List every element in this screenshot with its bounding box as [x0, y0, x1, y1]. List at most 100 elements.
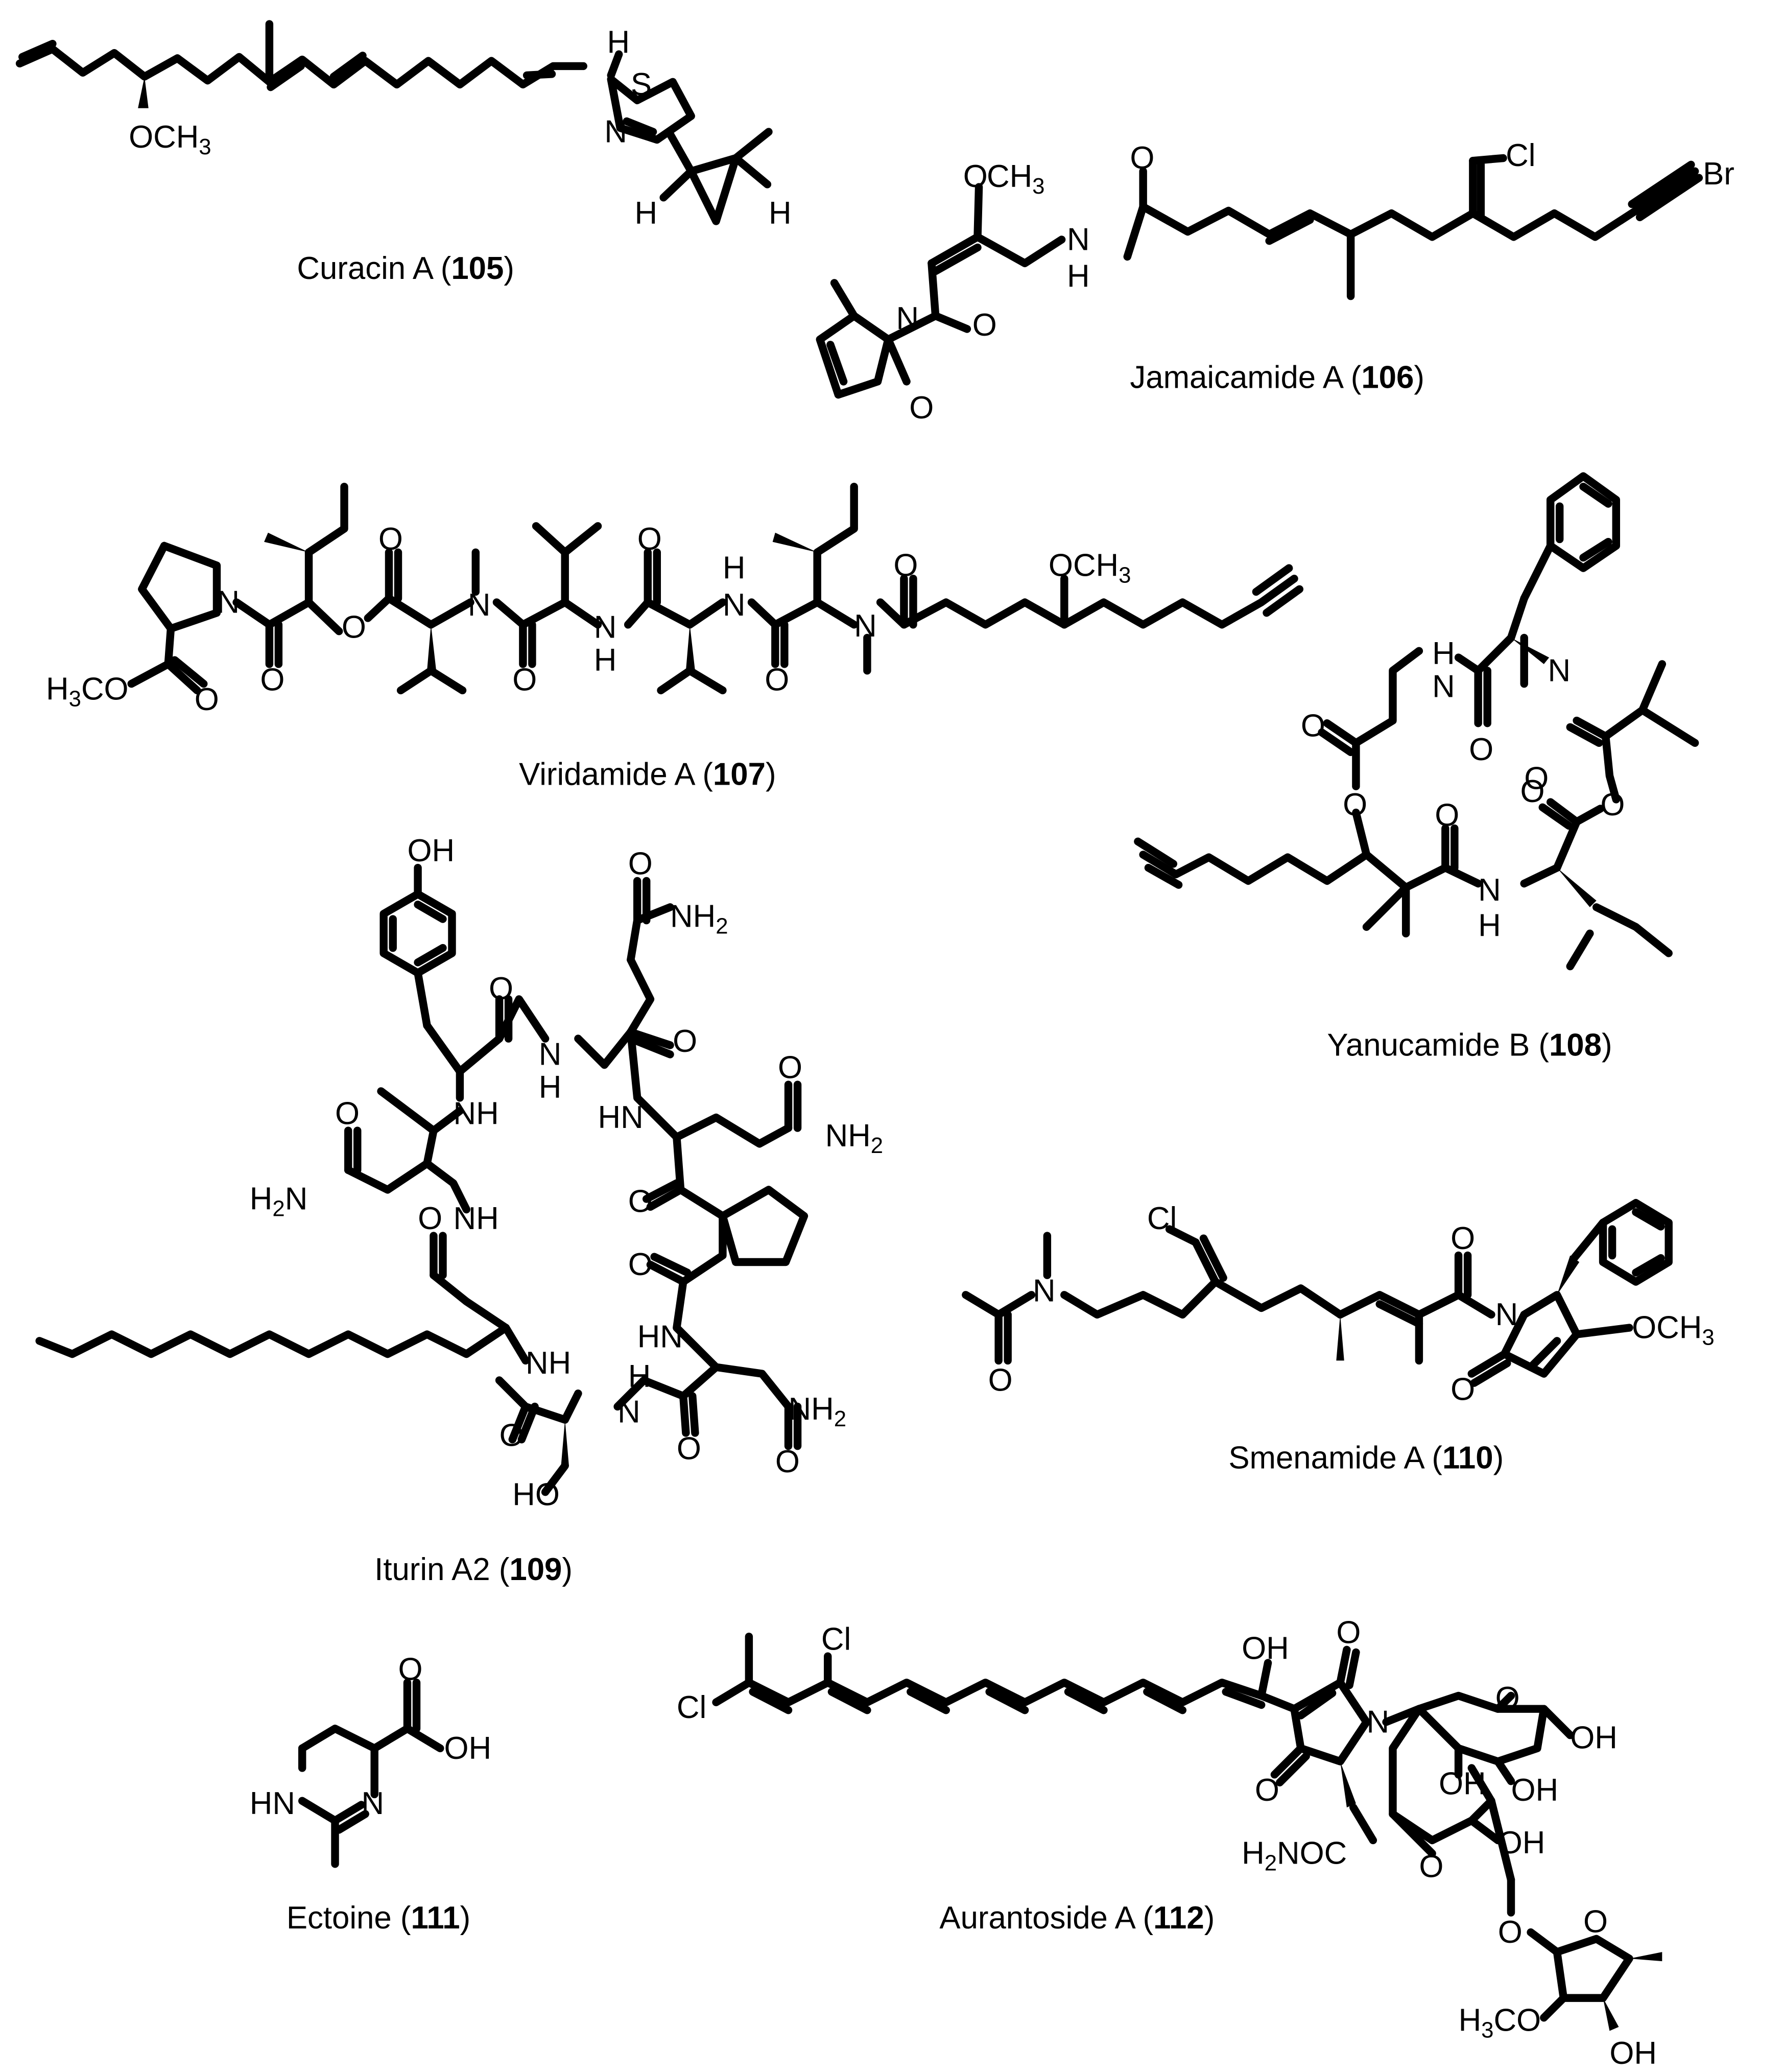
structure-curacin-a: OCH3 H S N H H Curacin A (105)	[15, 20, 792, 286]
atom-label: H2NOC	[1242, 1836, 1347, 1876]
atom-label: O	[909, 390, 934, 426]
structure-iturin-a2: OH O N H O NH2 O HN O NH2 O O HN NH2 O O…	[35, 833, 883, 1587]
atom-label: N	[285, 1182, 308, 1217]
atom-label: N	[1548, 653, 1571, 688]
atom-label: O	[1469, 732, 1493, 767]
atom-label: OH	[1609, 2036, 1657, 2071]
structure-ectoine: HN N O OH Ectoine (111)	[250, 1652, 491, 1936]
atom-label: Cl	[1506, 138, 1535, 173]
atom-label: 2	[1265, 1851, 1277, 1876]
atom-label: H3CO	[1459, 2003, 1541, 2042]
atom-label: S	[631, 67, 652, 102]
atom-label: Cl	[677, 1690, 706, 1725]
caption-iturin: Iturin A2 (109)	[374, 1552, 573, 1587]
atom-label: OCH	[129, 120, 199, 155]
atom-label: N	[361, 1786, 384, 1821]
atom-label: H	[1067, 259, 1090, 294]
atom-label: 3	[1702, 1325, 1714, 1350]
caption-aurantoside: Aurantoside A (112)	[939, 1900, 1215, 1936]
atom-label: N	[617, 1394, 640, 1429]
structure-smenamide-a: Cl N O O N O OCH3 Smenamide A (110)	[962, 1199, 1715, 1475]
atom-label: H	[769, 196, 792, 231]
atom-label: O	[1498, 1915, 1523, 1950]
caption-text: Jamaicamide A (	[1130, 360, 1361, 395]
atom-label: Cl	[821, 1621, 851, 1657]
atom-label: OH	[1242, 1631, 1289, 1666]
caption-text: 106	[1361, 360, 1414, 395]
atom-label: N	[1478, 873, 1501, 908]
atom-label: O	[628, 1247, 653, 1282]
atom-label: N	[1432, 669, 1455, 704]
atom-label: N	[1366, 1704, 1389, 1739]
atom-label: O	[1451, 1372, 1475, 1407]
atom-label: H	[1242, 1836, 1265, 1871]
atom-label: O	[677, 1431, 701, 1466]
atom-label: OH	[444, 1731, 492, 1766]
atom-label: OCH3	[1049, 548, 1131, 588]
atom-label: HN	[598, 1100, 644, 1135]
caption-jamaicamide: Jamaicamide A (106)	[1130, 360, 1424, 395]
caption-text: )	[1493, 1440, 1504, 1475]
atom-label: N	[1495, 1297, 1518, 1332]
atom-label: O	[195, 682, 219, 717]
atom-label: O	[398, 1652, 422, 1687]
atom-label: H2N	[250, 1182, 308, 1221]
atom-label: OCH	[1049, 548, 1119, 583]
atom-label: O	[342, 610, 366, 645]
atom-label: NH	[789, 1392, 834, 1427]
atom-label: O	[893, 548, 918, 583]
caption-text: Yanucamide B (	[1327, 1028, 1549, 1063]
atom-label: H3CO	[46, 671, 129, 711]
atom-label: O	[1583, 1904, 1608, 1940]
atom-label: NH	[526, 1346, 571, 1381]
atom-label: N	[1033, 1274, 1056, 1309]
atom-label: 2	[716, 913, 728, 938]
atom-label: O	[260, 662, 284, 697]
caption-text: Iturin A2 (	[374, 1552, 510, 1587]
caption-curacin: Curacin A (105)	[297, 251, 514, 286]
atom-label: O	[1301, 708, 1325, 743]
atom-label: O	[765, 662, 789, 697]
atom-label: 3	[1119, 562, 1131, 587]
atom-label: 3	[1032, 174, 1044, 199]
atom-label: O	[1435, 797, 1459, 833]
atom-label: NH	[670, 899, 716, 934]
atom-label: H	[635, 196, 658, 231]
atom-label: H	[46, 671, 69, 707]
atom-label: N	[1067, 222, 1090, 257]
caption-text: Smenamide A (	[1228, 1440, 1442, 1475]
atom-label: O	[637, 522, 662, 557]
atom-label: H	[1459, 2003, 1482, 2038]
atom-label: OH	[1511, 1773, 1558, 1808]
atom-label: O	[963, 159, 988, 194]
atom-label: O	[1130, 140, 1154, 176]
atom-label: 3	[1481, 2017, 1493, 2042]
atom-label: 3	[69, 686, 81, 711]
structure-viridamide-a: H3CO O N O O O N O N H O H N O N O OCH3 …	[46, 482, 1304, 792]
caption-yanucamide: Yanucamide B (108)	[1327, 1028, 1612, 1063]
caption-text: )	[1602, 1028, 1612, 1063]
caption-text: 105	[451, 251, 504, 286]
atom-label: O	[1495, 1681, 1520, 1716]
atom-label: OH	[1570, 1720, 1618, 1755]
atom-label: H	[250, 1182, 273, 1217]
atom-label: NH	[825, 1118, 871, 1153]
atom-label: Cl	[1147, 1201, 1177, 1236]
atom-label: N	[854, 608, 877, 644]
caption-text: 110	[1442, 1440, 1493, 1475]
atom-label: O	[1419, 1849, 1443, 1884]
atom-label: O	[1336, 1615, 1361, 1651]
atom-label: NH2	[670, 899, 728, 938]
atom-label: O	[988, 1363, 1013, 1398]
atom-label: NH	[454, 1201, 499, 1236]
atom-label: O	[778, 1050, 802, 1085]
atom-label: N	[539, 1037, 562, 1072]
caption-text: )	[766, 757, 776, 792]
atom-label: O	[500, 1418, 524, 1453]
caption-text: Curacin A (	[297, 251, 451, 286]
atom-label: N	[604, 114, 627, 150]
atom-label: O	[1520, 774, 1544, 809]
